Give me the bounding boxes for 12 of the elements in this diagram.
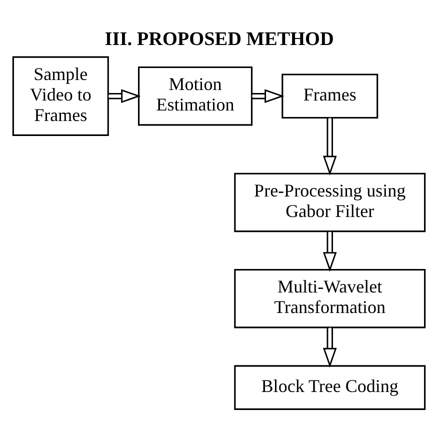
node-box: Pre-Processing using Gabor Filter — [234, 172, 426, 232]
arrow — [322, 327, 337, 368]
node-box: Sample Video to Frames — [12, 56, 109, 136]
arrow — [322, 231, 337, 272]
arrow — [322, 117, 337, 175]
arrow — [252, 88, 284, 103]
arrow — [108, 88, 141, 103]
node-box: Block Tree Coding — [234, 364, 426, 410]
node-box: Motion Estimation — [138, 66, 253, 126]
diagram-title: III. PROPOSED METHOD — [104, 28, 334, 50]
node-box: Frames — [282, 73, 378, 118]
node-box: Multi-Wavelet Transformation — [234, 268, 426, 328]
